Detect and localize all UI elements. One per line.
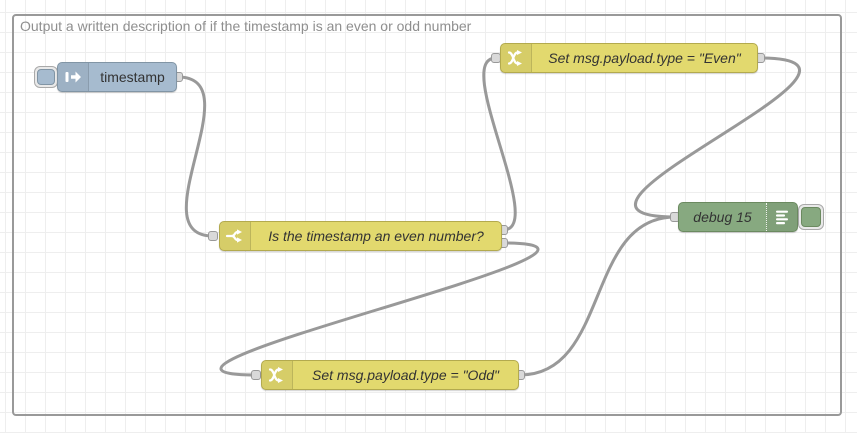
wire-switch-to-change-even[interactable] — [482, 56, 517, 232]
node-change-set-even[interactable]: Set msg.payload.type = "Even" — [500, 43, 758, 73]
wire-switch-to-change-odd[interactable] — [219, 241, 540, 377]
node-label: Is the timestamp an even number? — [268, 228, 484, 244]
inject-arrow-icon — [58, 63, 89, 91]
node-label: Set msg.payload.type = "Even" — [548, 50, 741, 66]
wire-change-even-to-debug[interactable] — [634, 56, 801, 219]
switch-fork-icon — [220, 222, 251, 250]
node-change-set-odd[interactable]: Set msg.payload.type = "Odd" — [261, 360, 519, 390]
wire-inject-to-switch[interactable] — [176, 75, 215, 238]
inject-trigger-button[interactable] — [34, 66, 58, 88]
switch-input-port[interactable] — [208, 231, 218, 241]
debug-toggle-button[interactable] — [798, 204, 824, 230]
change-odd-input-port[interactable] — [251, 370, 261, 380]
inject-trigger-button-face — [37, 69, 55, 85]
change-swap-icon — [262, 361, 293, 389]
change-swap-icon — [501, 44, 532, 72]
node-label: timestamp — [100, 69, 165, 85]
debug-toggle-button-face — [801, 207, 821, 227]
flow-group[interactable]: Output a written description of if the t… — [12, 14, 842, 416]
node-switch-even-check[interactable]: Is the timestamp an even number? — [219, 221, 502, 251]
node-inject-timestamp[interactable]: timestamp — [57, 62, 177, 92]
node-label: Set msg.payload.type = "Odd" — [312, 367, 499, 383]
node-debug-15[interactable]: debug 15 — [678, 202, 798, 232]
debug-list-icon — [766, 203, 797, 231]
group-label: Output a written description of if the t… — [20, 18, 472, 34]
node-label: debug 15 — [693, 209, 752, 225]
wire-change-odd-to-debug[interactable] — [518, 215, 677, 377]
